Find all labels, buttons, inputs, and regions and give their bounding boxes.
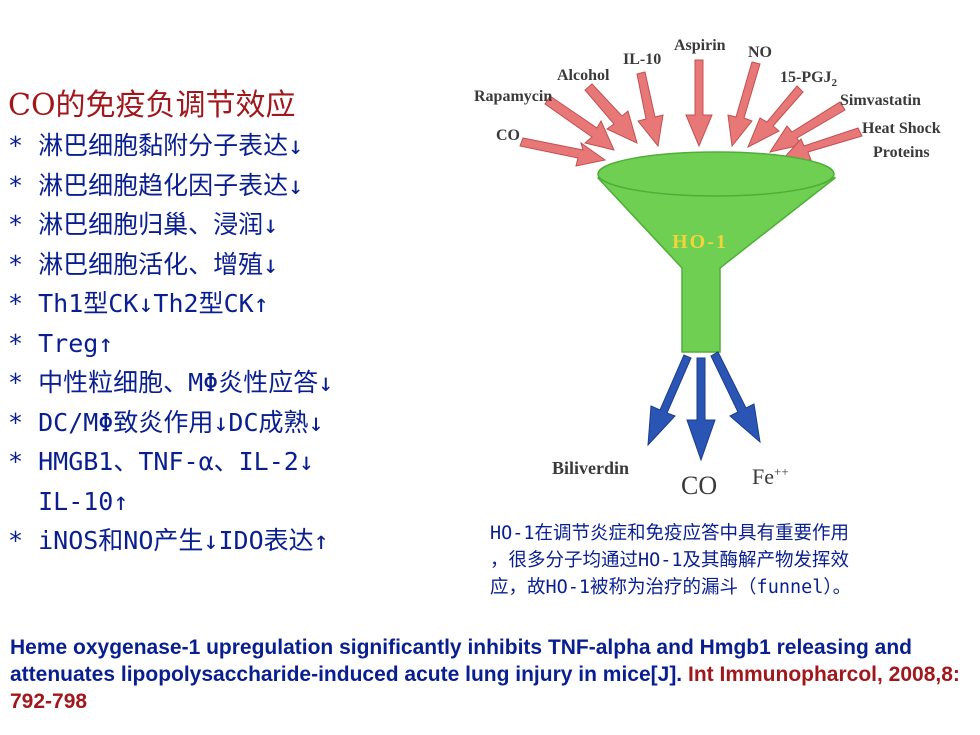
label-proteins: Proteins [873,144,930,161]
label-no: NO [748,44,772,61]
list-item: * 淋巴细胞活化、增殖↓ [8,249,279,279]
label-heat-shock: Heat Shock [862,120,941,137]
label-15pgj: 15-PGJ [780,69,832,86]
label-fe-symbol: Fe [752,464,774,489]
label-15pgj2: 15-PGJ2 [780,69,838,89]
caption-line: HO-1在调节炎症和免疫应答中具有重要作用 [490,523,850,544]
input-arrow-15pgj2 [747,85,804,149]
output-arrow-fe [710,351,761,444]
input-arrow-heatshock [780,127,863,161]
label-biliverdin: Biliverdin [552,458,629,478]
input-arrow-aspirin [685,59,713,148]
ho1-label: HO-1 [672,231,728,253]
list-item: IL-10↑ [8,486,129,516]
reference-citation: Heme oxygenase-1 upregulation significan… [10,634,970,715]
label-fe-charge: ++ [774,464,789,479]
label-co-output: CO [681,471,717,500]
caption-line: ，很多分子均通过HO-1及其酶解产物发挥效 [490,550,850,571]
diagram-caption: HO-1在调节炎症和免疫应答中具有重要作用 ，很多分子均通过HO-1及其酶解产物… [490,520,970,601]
list-item: * HMGB1、TNF-α、IL-2↓ [8,447,314,476]
label-simvastatin: Simvastatin [840,92,921,109]
list-item: * 淋巴细胞归巢、浸润↓ [8,210,279,239]
input-arrow-simvastatin [768,101,846,153]
label-co-input: CO [496,127,520,144]
input-arrow-il10 [636,71,664,148]
funnel-rim [597,151,835,197]
label-rapamycin: Rapamycin [474,88,552,105]
label-aspirin: Aspirin [674,37,726,54]
label-il10: IL-10 [623,51,661,68]
reference-title: Heme oxygenase-1 upregulation significan… [10,636,912,686]
output-arrow-co [686,357,716,462]
output-arrow-biliverdin [647,354,692,447]
label-15pgj-subscript: 2 [832,77,838,89]
list-item: * Th1型CK↓Th2型CK↑ [8,289,269,318]
list-item: * 淋巴细胞趋化因子表达↓ [8,170,304,200]
list-item: * Treg↑ [8,328,114,358]
list-item: * DC/MΦ致炎作用↓DC成熟↓ [8,407,324,437]
list-item: * 中性粒细胞、MΦ炎性应答↓ [8,368,334,397]
effects-list: * 淋巴细胞黏附分子表达↓ * 淋巴细胞趋化因子表达↓ * 淋巴细胞归巢、浸润↓… [8,126,333,561]
label-alcohol: Alcohol [557,67,610,84]
list-item: * iNOS和NO产生↓IDO表达↑ [8,526,329,555]
input-arrow-alcohol [584,83,638,144]
input-arrow-no [727,61,761,148]
caption-line: 应，故HO-1被称为治疗的漏斗（funnel）。 [490,577,852,598]
input-arrow-co [519,137,607,167]
input-arrow-rapamycin [544,95,615,151]
list-item: * 淋巴细胞黏附分子表达↓ [8,131,304,160]
slide-title: CO的免疫负调节效应 [8,88,296,123]
reference-journal: Int Immunopharcol, 2008,8: 792-798 [10,663,960,713]
label-fe: Fe++ [752,464,789,489]
